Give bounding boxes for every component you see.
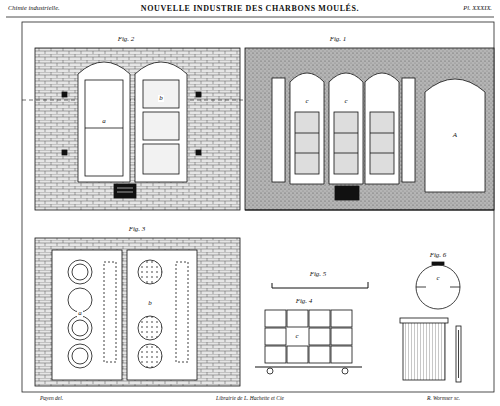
plate-title: NOUVELLE INDUSTRIE DES CHARBONS MOULÉS. xyxy=(141,5,359,13)
figure-label: Fig. 3 xyxy=(128,226,147,233)
plate-note: Payen del. xyxy=(40,396,63,402)
callout-letter: c xyxy=(343,98,348,105)
plate-note: Pl. XXXIX. xyxy=(463,5,492,12)
callout-letter: b xyxy=(147,300,153,307)
section-figure xyxy=(245,48,494,210)
figure-label: Fig. 4 xyxy=(295,298,314,305)
callout-letter: c xyxy=(304,98,309,105)
figure-label: Fig. 2 xyxy=(117,36,136,43)
plate-note: Chimie industrielle. xyxy=(8,5,60,12)
callout-letter: A xyxy=(452,132,458,139)
figure-label: Fig. 5 xyxy=(309,271,328,278)
callout-letter: b xyxy=(158,95,164,102)
rod-figure xyxy=(272,282,368,288)
plate-note: R. Wormser sc. xyxy=(427,396,460,402)
plan-figure xyxy=(35,238,240,386)
callout-letter: a xyxy=(101,118,107,125)
vessel-figure xyxy=(400,262,461,382)
callout-letter: c xyxy=(435,275,440,282)
callout-letter: a xyxy=(77,310,83,317)
plate-note: Librairie de L. Hachette et Cie xyxy=(216,396,284,402)
facade-figure xyxy=(22,48,248,210)
figure-label: Fig. 6 xyxy=(429,252,448,259)
rack-figure xyxy=(255,310,362,374)
plate-frame xyxy=(6,17,494,392)
callout-letter: c xyxy=(294,333,299,340)
figure-label: Fig. 1 xyxy=(329,36,348,43)
